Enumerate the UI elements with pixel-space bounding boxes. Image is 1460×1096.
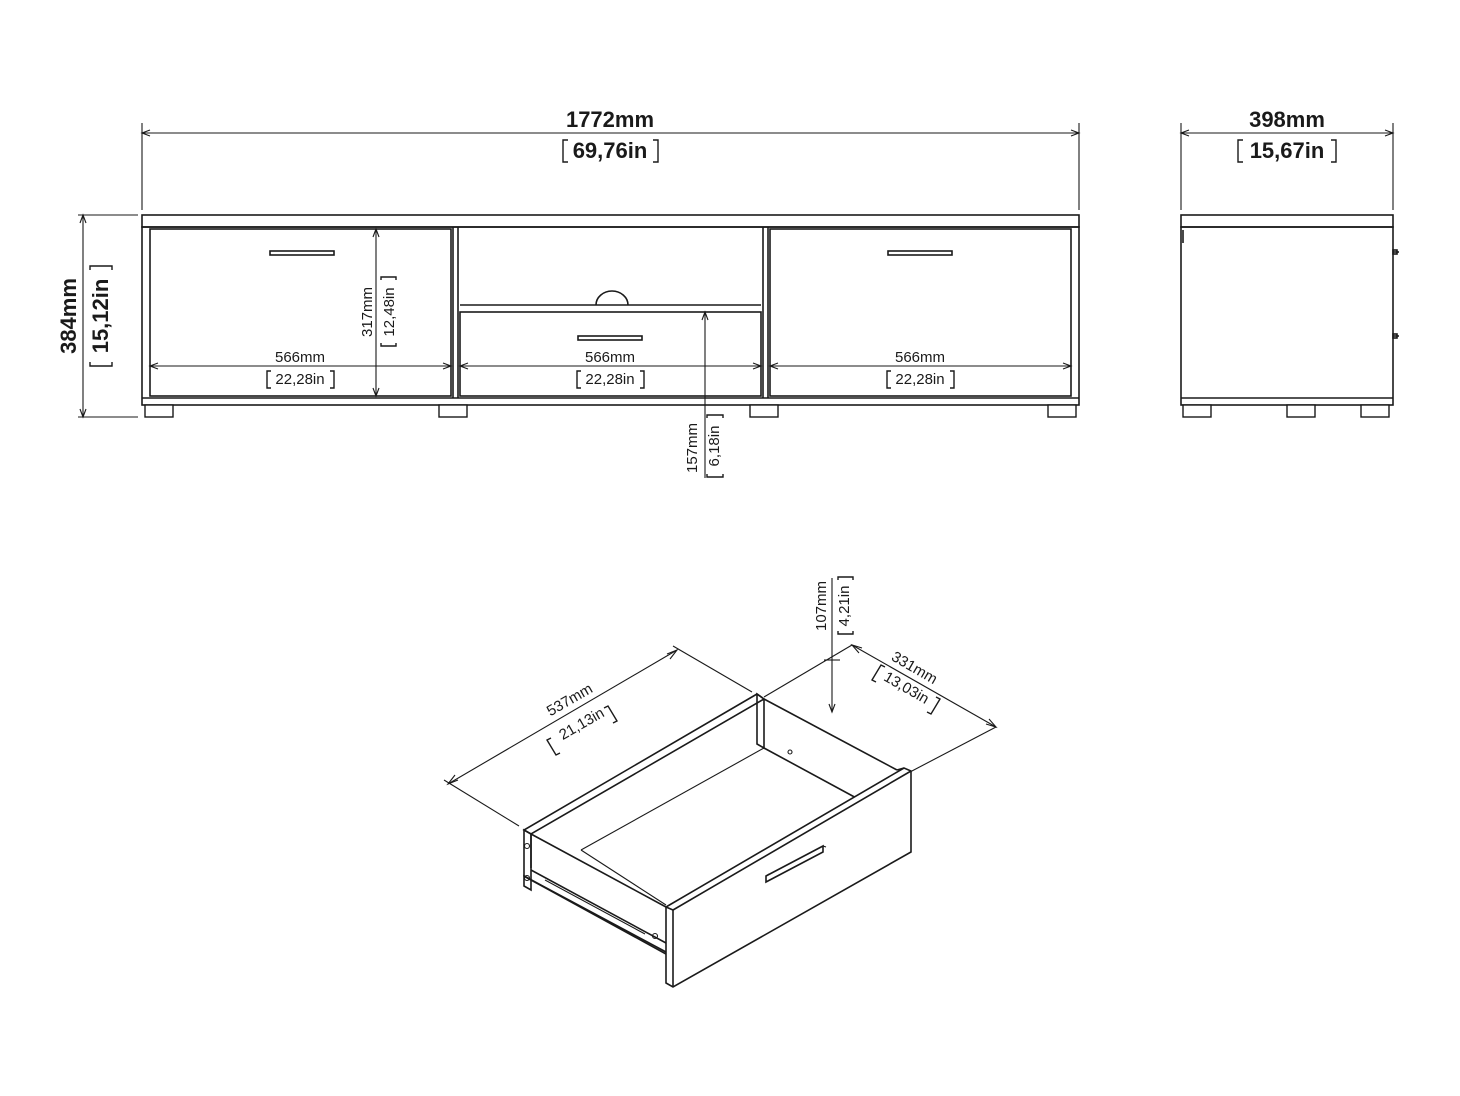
right-door <box>769 228 1072 397</box>
compartment-width-in-label: 22,28in <box>895 371 944 388</box>
width-dimension: 1772mm 69,76in <box>140 107 1081 210</box>
middle-drawer-front <box>459 311 762 397</box>
compartment-width-in-label: 22,28in <box>585 371 634 388</box>
leg-clearance-mm-label: 157mm <box>684 423 701 473</box>
depth-in-label: 15,67in <box>1250 138 1325 163</box>
left-door-handle <box>269 250 335 256</box>
door-height-mm-label: 317mm <box>359 287 376 337</box>
compartment-width-mm-label: 566mm <box>275 349 325 366</box>
drawer-height-mm-label: 107mm <box>813 581 830 631</box>
side-top-board <box>1180 214 1394 228</box>
leg <box>1360 404 1390 418</box>
drawer-isometric-view: 537mm 21,13in 331mm 13,03in 107mm 4,21in <box>443 576 998 988</box>
depth-dimension: 398mm 15,67in <box>1179 107 1395 210</box>
leg <box>1182 404 1212 418</box>
door-height-dimension: 317mm 12,48in <box>359 227 398 398</box>
leg <box>1047 404 1077 418</box>
side-view: 398mm 15,67in <box>1179 107 1399 418</box>
drawer-front-panel <box>665 767 912 988</box>
compartment-dimension-right: 566mm 22,28in <box>768 349 1073 389</box>
leg-clearance-in-label: 6,18in <box>706 426 723 467</box>
drawer-height-in-label: 4,21in <box>836 586 853 627</box>
door-height-in-label: 12,48in <box>381 287 398 336</box>
leg <box>749 404 779 418</box>
front-view: 1772mm 69,76in 384mm 15,12in 317mm 12,48 <box>56 107 1081 478</box>
middle-drawer-handle <box>577 335 643 341</box>
drawer-length-dimension: 537mm 21,13in <box>443 645 753 827</box>
compartment-dimension-left: 566mm 22,28in <box>148 349 453 389</box>
compartment-dimension-middle: 566mm 22,28in <box>458 349 763 389</box>
leg <box>438 404 468 418</box>
leg <box>1286 404 1316 418</box>
height-mm-label: 384mm <box>56 278 81 354</box>
cable-hole-icon <box>595 290 629 306</box>
top-board <box>141 214 1080 228</box>
drawer-depth-dimension: 331mm 13,03in <box>763 643 998 773</box>
leg-clearance-dimension: 157mm 6,18in <box>684 310 724 478</box>
left-door <box>149 228 452 397</box>
side-body <box>1180 226 1394 406</box>
drawer-left-face <box>523 828 532 882</box>
height-dimension: 384mm 15,12in <box>56 213 138 419</box>
compartment-width-mm-label: 566mm <box>585 349 635 366</box>
drawer-front-handle <box>765 844 824 884</box>
drawer-height-dimension: 107mm 4,21in <box>813 576 854 714</box>
height-in-label: 15,12in <box>88 279 113 354</box>
compartment-width-mm-label: 566mm <box>895 349 945 366</box>
width-mm-label: 1772mm <box>566 107 654 132</box>
depth-mm-label: 398mm <box>1249 107 1325 132</box>
compartment-width-in-label: 22,28in <box>275 371 324 388</box>
width-in-label: 69,76in <box>573 138 648 163</box>
right-door-handle <box>887 250 953 256</box>
leg <box>144 404 174 418</box>
cabinet-body <box>141 226 1080 406</box>
